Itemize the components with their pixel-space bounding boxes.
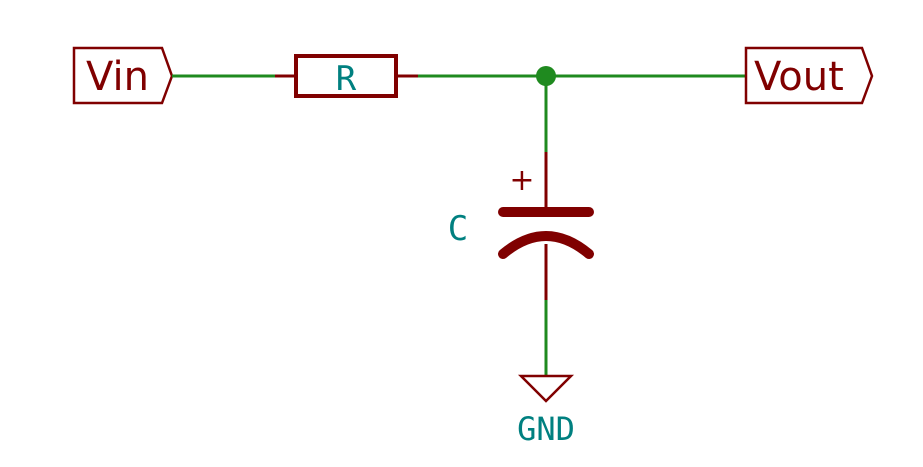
vin-port-outline bbox=[72, 46, 174, 105]
ground-icon bbox=[517, 374, 575, 403]
vin-port: Vin bbox=[72, 46, 174, 105]
ground-symbol: GND bbox=[517, 374, 575, 448]
vout-port: Vout bbox=[744, 46, 874, 105]
vin-port-label: Vin bbox=[86, 54, 149, 100]
capacitor: + C bbox=[448, 163, 594, 259]
ground-label: GND bbox=[517, 410, 575, 448]
resistor-ref-label: R bbox=[336, 59, 357, 99]
capacitor-polarity-mark: + bbox=[509, 163, 534, 198]
vout-port-label: Vout bbox=[754, 54, 844, 100]
capacitor-ref-label: C bbox=[448, 209, 468, 249]
vout-port-outline bbox=[744, 46, 874, 105]
capacitor-plate-negative bbox=[498, 231, 594, 259]
